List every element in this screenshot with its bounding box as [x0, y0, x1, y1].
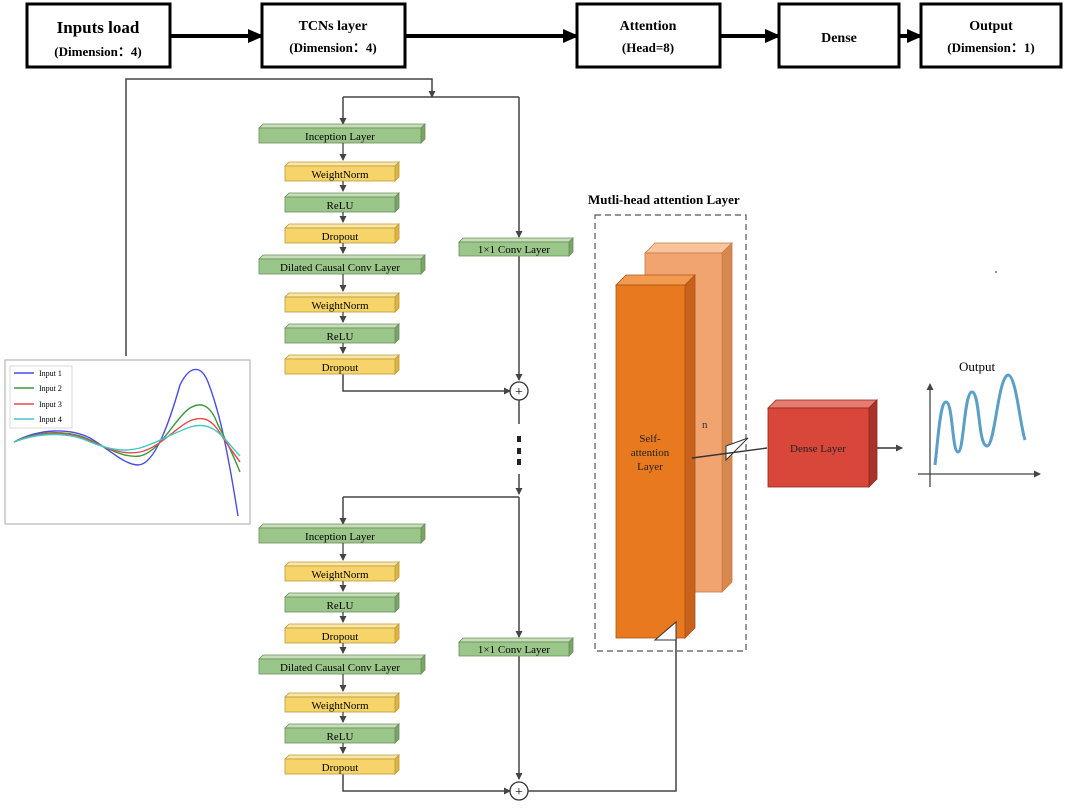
layer-label: ReLU	[327, 600, 354, 612]
layer-label: Dropout	[322, 362, 359, 374]
layer-label: Dropout	[322, 762, 359, 774]
pipeline: Inputs load (Dimension：4) TCNs layer (Di…	[25, 2, 1063, 69]
layer-label: Dilated Causal Conv Layer	[280, 662, 400, 674]
input-connector-lines	[125, 78, 680, 795]
layer-label: Inception Layer	[305, 531, 375, 543]
attention-to-dense-line	[691, 447, 768, 459]
layer-relu: ReLU	[284, 192, 400, 213]
layer-label: Inception Layer	[305, 131, 375, 143]
attention-heads: (Head=8)	[622, 40, 674, 55]
output-dimension: (Dimension：1)	[947, 40, 1034, 55]
layer-conv-1x1: 1×1 Conv Layer	[458, 237, 574, 257]
output-title: Output	[969, 19, 1013, 34]
inputs-load-dimension: (Dimension：4)	[54, 44, 141, 59]
output-plot: Output	[918, 359, 1041, 487]
tcns-layer-dimension: (Dimension：4)	[289, 40, 376, 55]
legend-item-input-2: Input 2	[14, 384, 62, 393]
dense-title: Dense	[821, 31, 857, 46]
layer-conv-1x1: 1×1 Conv Layer	[458, 637, 574, 657]
layer-label: WeightNorm	[311, 569, 369, 581]
layer-dilated-causal-conv: Dilated Causal Conv Layer	[258, 254, 426, 275]
layer-label: 1×1 Conv Layer	[478, 644, 551, 656]
layer-dropout: Dropout	[284, 623, 400, 644]
attention-layer-title: Mutli-head attention Layer	[588, 192, 740, 207]
pipeline-box-dense: Dense	[777, 2, 901, 69]
pipeline-box-inputs-load: Inputs load (Dimension：4)	[25, 2, 172, 69]
attention-title: Attention	[620, 19, 677, 34]
layer-dropout: Dropout	[284, 754, 400, 775]
layer-label: Dilated Causal Conv Layer	[280, 262, 400, 274]
layer-weightnorm: WeightNorm	[284, 561, 400, 582]
layer-label: ReLU	[327, 331, 354, 343]
output-curve	[933, 373, 1027, 466]
legend-label: Input 2	[39, 384, 62, 393]
layer-dropout: Dropout	[284, 223, 400, 244]
layer-dropout: Dropout	[284, 354, 400, 375]
input-plot-legend: Input 1 Input 2 Input 3 Input 4	[9, 365, 73, 429]
sum-symbol: +	[515, 385, 523, 400]
attention-head-front: Self- attention Layer	[615, 274, 696, 639]
pipeline-box-output: Output (Dimension：1)	[919, 2, 1063, 69]
dense-layer-label: Dense Layer	[790, 443, 846, 455]
tcn-block-1: Inception Layer WeightNorm ReLU Dropout	[258, 123, 574, 375]
legend-item-input-3: Input 3	[14, 400, 62, 409]
multi-head-attention: Mutli-head attention Layer n Self- atten…	[588, 192, 749, 652]
layer-label: Dropout	[322, 231, 359, 243]
layer-label: ReLU	[327, 731, 354, 743]
inputs-load-title: Inputs load	[57, 18, 140, 37]
layer-dilated-causal-conv: Dilated Causal Conv Layer	[258, 654, 426, 675]
tcns-layer-title: TCNs layer	[299, 19, 368, 34]
layer-weightnorm: WeightNorm	[284, 292, 400, 313]
layer-weightnorm: WeightNorm	[284, 161, 400, 182]
input-plot: Input 1 Input 2 Input 3 Input 4	[4, 359, 251, 525]
layer-inception: Inception Layer	[258, 523, 426, 544]
layer-label: ReLU	[327, 200, 354, 212]
layer-weightnorm: WeightNorm	[284, 692, 400, 713]
layer-label: WeightNorm	[311, 300, 369, 312]
sum-node-2: +	[509, 781, 529, 801]
input-curve-1	[13, 368, 239, 517]
layer-label: Dropout	[322, 631, 359, 643]
dense-layer: Dense Layer	[767, 399, 878, 488]
legend-label: Input 1	[39, 369, 62, 378]
pipeline-box-tcns: TCNs layer (Dimension：4)	[260, 2, 407, 69]
attention-head-back-label: n	[702, 419, 708, 431]
legend-item-input-1: Input 1	[14, 369, 62, 378]
self-attention-label-line3: Layer	[637, 461, 663, 473]
layer-relu: ReLU	[284, 592, 400, 613]
continuation-dots	[517, 436, 521, 465]
self-attention-label-line2: attention	[631, 447, 670, 459]
attention-dashed-frame	[594, 214, 747, 652]
legend-label: Input 3	[39, 400, 62, 409]
layer-inception: Inception Layer	[258, 123, 426, 144]
legend-label: Input 4	[39, 415, 62, 424]
input-curve-4	[13, 424, 241, 457]
legend-item-input-4: Input 4	[14, 415, 62, 424]
pipeline-box-attention: Attention (Head=8)	[575, 2, 722, 69]
output-plot-label: Output	[959, 359, 996, 374]
attention-input-wedge	[653, 620, 677, 641]
layer-relu: ReLU	[284, 723, 400, 744]
layer-relu: ReLU	[284, 323, 400, 344]
self-attention-label-line1: Self-	[639, 433, 661, 445]
sum-node-1: +	[509, 381, 529, 401]
layer-label: 1×1 Conv Layer	[478, 244, 551, 256]
tcn-block-2: Inception Layer WeightNorm ReLU Dropout	[258, 523, 574, 775]
layer-label: WeightNorm	[311, 169, 369, 181]
layer-label: WeightNorm	[311, 700, 369, 712]
stray-dot	[995, 271, 997, 273]
sum-symbol: +	[515, 785, 523, 800]
